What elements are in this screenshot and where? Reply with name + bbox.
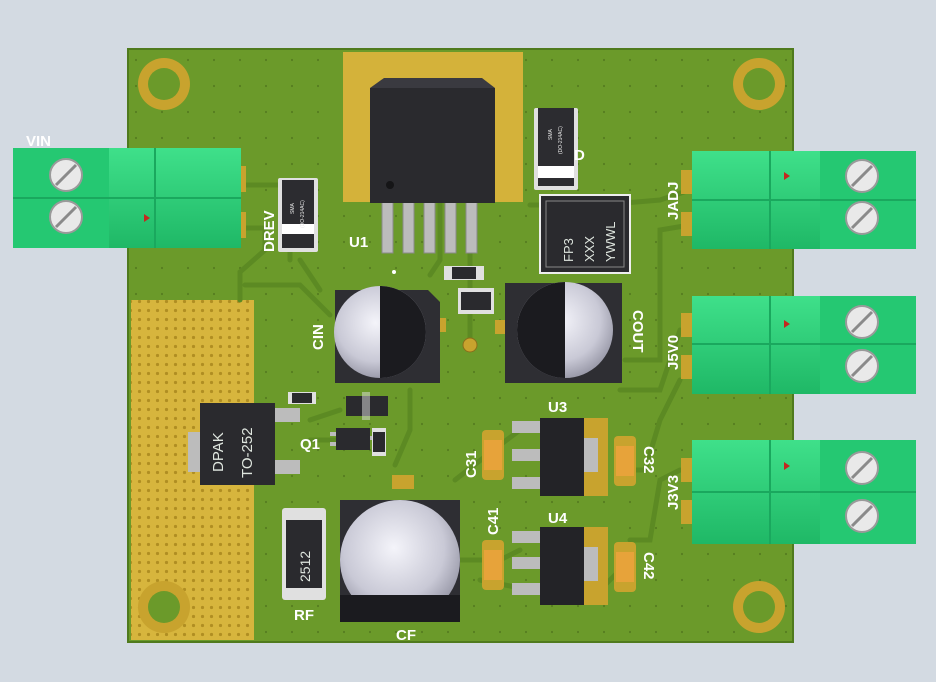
c41-label: C41 <box>485 507 502 535</box>
cap-cin <box>334 286 446 383</box>
cap-c31 <box>482 430 504 480</box>
cf-label: CF <box>396 627 416 644</box>
c42-label: C42 <box>640 552 657 580</box>
terminal-j3v3 <box>681 440 916 544</box>
rf-value: 2512 <box>297 551 313 582</box>
diode-d-package: (DO-214AC) <box>558 126 564 154</box>
cout-label: COUT <box>629 310 646 353</box>
via-center <box>462 337 478 353</box>
u3-label: U3 <box>548 399 567 416</box>
jadj-label: JADJ <box>665 182 682 220</box>
mounting-holes <box>138 58 785 633</box>
q1-label: Q1 <box>300 436 320 453</box>
rf-label: RF <box>294 607 314 624</box>
cin-label: CIN <box>310 324 327 350</box>
cap-c42 <box>614 542 636 592</box>
resistor-rf: 2512 <box>282 508 326 600</box>
fp3-line2: XXX <box>582 236 597 262</box>
cap-cf <box>340 475 460 622</box>
drev-label: DREV <box>261 210 278 252</box>
diode-drev-marking: SMA <box>290 203 296 215</box>
fp3-line3: YWWL <box>603 222 618 262</box>
q1-dpak: DPAK TO-252 <box>188 403 300 485</box>
terminal-vin <box>13 148 246 248</box>
u3-regulator <box>512 418 608 496</box>
cap-c32 <box>614 436 636 486</box>
u4-regulator <box>512 527 608 605</box>
fp3-inductor: FP3 XXX YWWL <box>539 194 631 274</box>
smd-resistor-r3 <box>288 392 316 404</box>
cap-cout <box>495 282 622 383</box>
dpak-line2: TO-252 <box>239 427 256 478</box>
vin-label: VIN <box>26 133 51 150</box>
smd-resistor-r4 <box>372 428 386 456</box>
dpak-line1: DPAK <box>210 432 227 472</box>
u4-label: U4 <box>548 510 568 527</box>
c31-label: C31 <box>463 450 480 478</box>
diode-drev: SMA (DO-214AC) <box>278 178 318 252</box>
diode-drev-package: (DO-214AC) <box>300 200 306 228</box>
smd-sot-b <box>330 428 376 450</box>
smd-resistor-r2 <box>458 288 494 314</box>
u1-label: U1 <box>349 234 368 251</box>
smd-sot-a <box>346 392 388 420</box>
terminal-j5v0 <box>681 296 916 394</box>
cap-c41 <box>482 540 504 590</box>
smd-resistor-r1 <box>444 266 484 280</box>
j3v3-label: J3V3 <box>665 475 682 510</box>
diode-d-marking: SMA <box>548 129 554 141</box>
fp3-line1: FP3 <box>561 238 576 262</box>
diode-d: SMA (DO-214AC) <box>534 108 578 190</box>
terminal-jadj <box>681 151 916 249</box>
c32-label: C32 <box>640 446 657 474</box>
u1-regulator <box>370 78 495 274</box>
j5v0-label: J5V0 <box>665 335 682 370</box>
d-label: D <box>574 147 585 164</box>
